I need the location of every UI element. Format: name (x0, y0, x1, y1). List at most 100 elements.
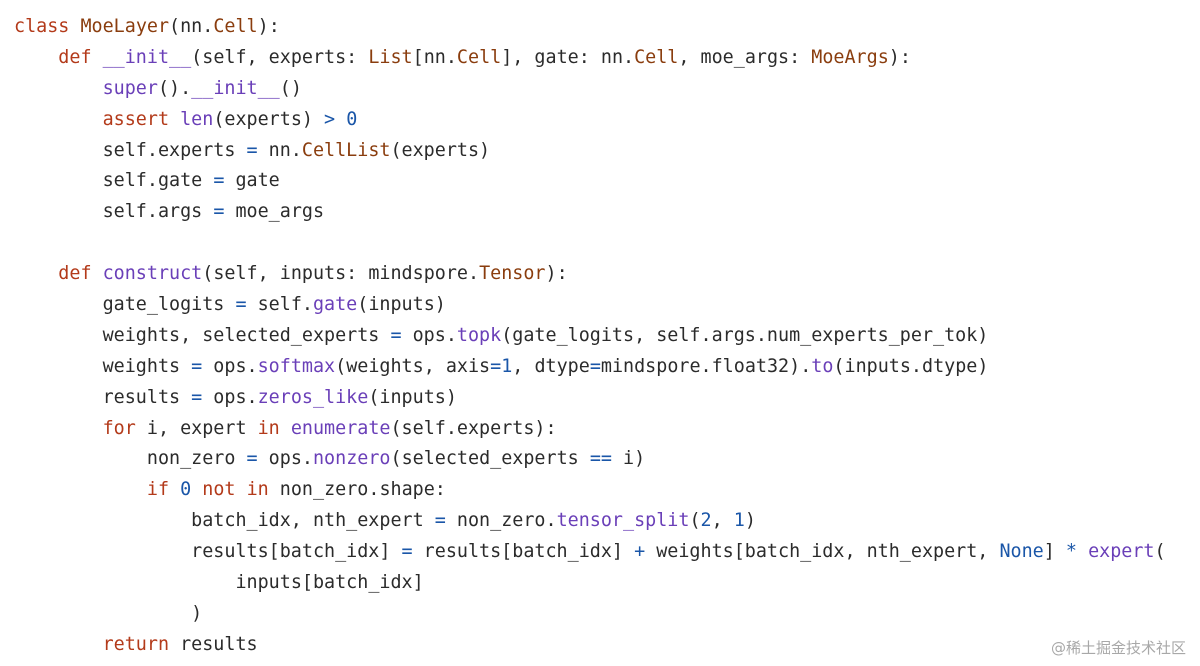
code-token: , (711, 510, 734, 532)
code-line: self.experts = nn.CellList(experts) (14, 136, 1194, 167)
code-token: (gate_logits, self.args.num_experts_per_… (501, 324, 989, 346)
code-token-operator: = (434, 510, 446, 532)
watermark: @稀土掘金技术社区 (1050, 639, 1186, 657)
code-token: mindspore.float32). (600, 355, 812, 377)
code-token (280, 418, 291, 439)
code-token-keyword: not (202, 479, 236, 501)
code-token-keyword: in (246, 479, 269, 501)
code-token: results[batch_idx] (412, 541, 635, 563)
code-token-function: construct (102, 263, 203, 285)
code-token (92, 263, 103, 284)
code-line: ) (14, 599, 1194, 630)
code-token-keyword: class (14, 16, 70, 37)
code-token: nn. (257, 139, 302, 161)
code-token: self. (246, 294, 313, 316)
code-token: ops. (202, 386, 258, 408)
code-token-function: gate (312, 294, 358, 316)
code-token: ) (744, 510, 756, 532)
code-token-function: softmax (257, 355, 336, 377)
code-token: ) (191, 602, 203, 624)
code-line (14, 228, 1194, 259)
code-token (191, 479, 202, 500)
code-token: i, expert (135, 417, 258, 439)
code-token: i) (611, 448, 646, 470)
code-token-function: to (811, 355, 834, 377)
code-line: for i, expert in enumerate(self.experts)… (14, 414, 1194, 445)
code-token: (self, inputs: mindspore. (202, 263, 480, 285)
code-token-function: len (180, 108, 214, 130)
code-token-number: 2 (700, 510, 712, 532)
code-token (1077, 541, 1088, 562)
code-token (69, 16, 80, 37)
code-token-operator: = (401, 541, 413, 563)
code-token-function: __init__ (102, 46, 192, 68)
code-token: (self, experts: (191, 46, 369, 68)
code-token-operator: * (1065, 541, 1077, 563)
code-token: results (169, 633, 258, 655)
code-token-type: List (368, 46, 413, 68)
code-token: ): (888, 46, 911, 68)
code-token-keyword: assert (102, 108, 170, 130)
code-token: , dtype (512, 355, 590, 377)
code-token: (experts) (213, 108, 325, 130)
code-token-type: MoeLayer (80, 16, 170, 37)
code-token-keyword: for (102, 417, 136, 439)
code-token-function: super (102, 77, 158, 99)
code-line: def __init__(self, experts: List[nn.Cell… (14, 43, 1194, 74)
code-line: results[batch_idx] = results[batch_idx] … (14, 537, 1194, 568)
code-token-operator: + (634, 541, 646, 563)
code-token-keyword: def (58, 263, 92, 285)
code-token: (inputs) (357, 294, 446, 316)
code-token-operator: = (235, 294, 247, 316)
code-line: self.args = moe_args (14, 197, 1194, 228)
code-token: ): (545, 263, 568, 285)
code-line: return results (14, 630, 1194, 661)
code-token: ] (1043, 541, 1066, 563)
code-token-number: None (999, 541, 1044, 563)
code-token-operator: = (213, 170, 225, 192)
code-token: weights[batch_idx, nth_expert, (645, 541, 1000, 563)
code-line: inputs[batch_idx] (14, 568, 1194, 599)
code-token: (inputs.dtype) (833, 355, 989, 377)
code-token: (inputs) (368, 386, 457, 408)
code-token-operator: = (589, 355, 601, 377)
code-token: weights (102, 355, 192, 377)
code-token (235, 479, 246, 500)
code-token-function: zeros_like (257, 386, 369, 408)
code-line: if 0 not in non_zero.shape: (14, 475, 1194, 506)
code-token-type: CellList (301, 139, 391, 161)
code-token-keyword: def (58, 46, 92, 68)
code-token: non_zero. (445, 510, 557, 532)
code-line: non_zero = ops.nonzero(selected_experts … (14, 444, 1194, 475)
code-token-type: Tensor (479, 263, 546, 285)
code-token: ops. (257, 448, 313, 470)
code-line: class MoeLayer(nn.Cell): (14, 12, 1194, 43)
code-token-operator: = (213, 201, 225, 223)
code-token: non_zero.shape: (268, 479, 446, 501)
code-token-operator: = (490, 355, 502, 377)
code-line: results = ops.zeros_like(inputs) (14, 383, 1194, 414)
code-token-number: 0 (180, 479, 192, 501)
code-token-operator: = (246, 448, 258, 470)
code-token: , moe_args: (678, 46, 812, 68)
code-token-number: 0 (346, 108, 358, 130)
code-line: assert len(experts) > 0 (14, 105, 1194, 136)
code-token: inputs[batch_idx] (235, 572, 424, 594)
code-token-keyword: if (146, 479, 170, 501)
code-token-function: tensor_split (556, 510, 690, 532)
code-token-function: __init__ (191, 77, 280, 99)
code-token-type: Cell (634, 46, 679, 68)
code-token-operator: = (390, 324, 402, 346)
code-token: results (102, 386, 192, 408)
code-token-number: 1 (733, 510, 745, 532)
code-token: (experts) (390, 139, 491, 161)
code-token: ops. (202, 355, 258, 377)
code-line: super().__init__() (14, 74, 1194, 105)
code-token (169, 479, 180, 500)
code-line: weights = ops.softmax(weights, axis=1, d… (14, 352, 1194, 383)
code-view: class MoeLayer(nn.Cell): def __init__(se… (14, 12, 1194, 661)
code-token-operator: > (324, 108, 336, 130)
code-token: ops. (401, 324, 457, 346)
code-token: ], gate: nn. (501, 46, 635, 68)
code-token: ( (689, 510, 701, 532)
